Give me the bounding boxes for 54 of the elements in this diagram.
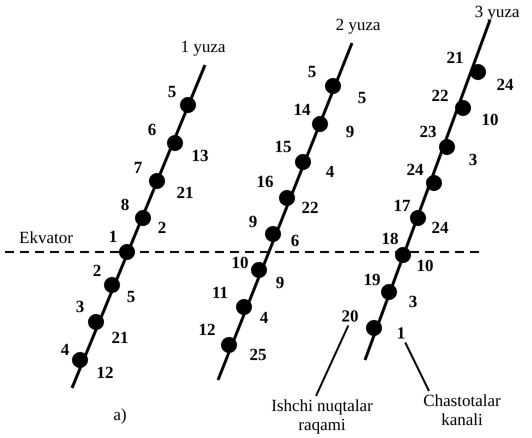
point-number: 12 — [198, 321, 216, 339]
axis-caption: Chastotalar kanali — [407, 391, 517, 429]
point-number: 22 — [430, 87, 450, 105]
leader-line — [315, 325, 350, 396]
channel-number: 4 — [324, 163, 336, 181]
point-number: 14 — [292, 101, 312, 119]
equator-label: Ekvator — [18, 229, 74, 247]
channel-number: 2 — [156, 219, 168, 237]
point-number: 19 — [362, 271, 382, 289]
point-number: 11 — [210, 284, 230, 302]
channel-number: 24 — [496, 76, 514, 94]
axis-caption: Ishchi nuqtalar raqami — [262, 396, 382, 434]
point-number: 8 — [120, 196, 130, 214]
point-number: 20 — [342, 306, 358, 326]
channel-number: 21 — [110, 329, 130, 347]
point-number: 23 — [418, 123, 438, 141]
point-number: 9 — [248, 213, 258, 231]
channel-number: 3 — [408, 293, 418, 311]
point-number: 21 — [446, 49, 464, 67]
point-number: 4 — [60, 341, 70, 359]
channel-number: 22 — [300, 199, 320, 217]
surface-label: 1 yuza — [180, 38, 226, 56]
point-number: 17 — [392, 197, 412, 215]
channel-number: 9 — [274, 274, 286, 292]
surface-label: 2 yuza — [334, 16, 382, 34]
channel-number: 24 — [430, 219, 450, 237]
point-number: 5 — [166, 83, 178, 101]
surface-label: 3 yuza — [474, 3, 520, 21]
channel-number: 5 — [126, 288, 136, 306]
point-number: 1 — [108, 228, 118, 246]
channel-number: 9 — [344, 123, 356, 141]
channel-number: 13 — [190, 147, 210, 165]
channel-number: 3 — [468, 151, 478, 169]
channel-number: 12 — [96, 364, 114, 382]
channel-number: 1 — [396, 324, 406, 342]
point-number: 15 — [274, 138, 292, 156]
channel-number: 10 — [480, 111, 500, 129]
channel-number: 21 — [176, 184, 194, 202]
point-number: 16 — [256, 173, 274, 191]
panel-label: a) — [112, 406, 128, 424]
point-number: 6 — [146, 121, 158, 139]
channel-number: 10 — [416, 257, 434, 275]
point-number: 3 — [74, 298, 86, 316]
channel-number: 6 — [290, 232, 300, 250]
point-number: 2 — [92, 262, 102, 280]
point-number: 24 — [406, 161, 424, 179]
point-number: 5 — [306, 63, 318, 81]
point-number: 18 — [380, 230, 400, 248]
channel-number: 5 — [356, 89, 368, 107]
point-number: 10 — [230, 254, 250, 272]
leader-line — [404, 342, 430, 392]
channel-number: 4 — [258, 309, 270, 327]
point-number: 7 — [132, 159, 144, 177]
channel-number: 25 — [248, 346, 268, 364]
